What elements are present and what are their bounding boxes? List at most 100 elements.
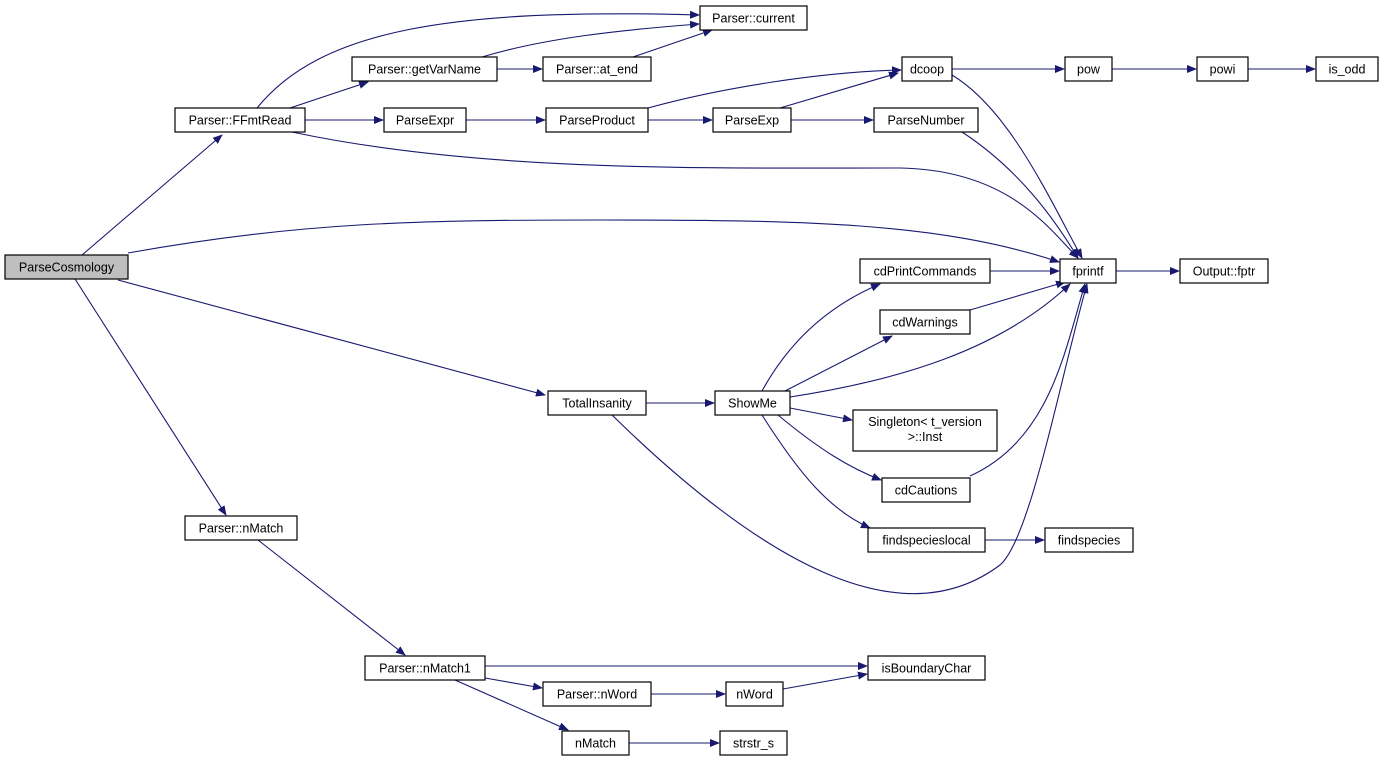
node-box [699,5,808,31]
node-box [879,309,971,335]
edge-showme-to-cdprintcommands [761,283,881,392]
node-powi[interactable]: powi [1196,56,1249,82]
edge-parseexp-to-dcoop [779,71,899,109]
edge-ffmtread-to-getvarname [289,81,369,109]
node-label: cdCautions [895,484,958,498]
edge-nwordfn-to-isboundarychar [782,671,868,690]
edge-showme-to-cdwarnings [784,335,893,392]
node-isodd[interactable]: is_odd [1315,56,1379,82]
node-strstrs[interactable]: strstr_s [719,730,788,756]
node-fprintf[interactable]: fprintf [1059,258,1117,284]
node-singleton[interactable]: Singleton< t_version>::Inst [852,409,998,452]
node-parsecosmology[interactable]: ParseCosmology [4,254,129,280]
node-box [547,390,647,416]
node-box [542,681,652,707]
edge-totalinsanity-to-fprintf [611,283,1089,595]
node-label: findspecies [1058,534,1121,548]
node-label: nWord [736,688,773,702]
node-ffmtread[interactable]: Parser::FFmtRead [174,107,306,133]
node-nmatchfn[interactable]: nMatch [561,730,630,756]
node-label: fprintf [1072,265,1104,279]
node-cdwarnings[interactable]: cdWarnings [879,309,971,335]
node-label: Parser::nMatch1 [379,662,471,676]
node-label: strstr_s [733,737,774,751]
node-nmatch1[interactable]: Parser::nMatch1 [364,655,486,681]
edges-layer [74,10,1316,747]
node-parseexpr[interactable]: ParseExpr [383,107,467,133]
edge-nmatch1-to-nword [484,677,543,691]
node-outputfptr[interactable]: Output::fptr [1179,258,1269,284]
node-box [1064,56,1113,82]
edge-cdcautions-to-fprintf [969,283,1087,477]
node-totalinsanity[interactable]: TotalInsanity [547,390,647,416]
edge-showme-to-cdcautions [777,414,882,481]
node-label: Parser::nWord [557,688,637,702]
edge-ffmtread-to-fprintf [291,131,1079,259]
node-pow[interactable]: pow [1064,56,1113,82]
node-label: >::Inst [908,430,943,444]
edge-parsecosmology-to-nmatch [74,278,227,516]
node-label: Singleton< t_version [868,415,982,429]
edge-parsecosmology-to-totalinsanity [117,279,546,397]
node-label: dcoop [910,63,944,77]
node-label: is_odd [1329,63,1366,77]
node-label: Parser::at_end [556,63,638,77]
node-label: ParseNumber [887,114,964,128]
node-box [383,107,467,133]
node-box [873,107,979,133]
node-parseproduct[interactable]: ParseProduct [545,107,649,133]
node-label: ParseCosmology [19,261,115,275]
node-label: isBoundaryChar [882,662,972,676]
nodes-layer: ParseCosmology Parser::FFmtRead Parser::cu… [4,5,1379,756]
node-nmatch[interactable]: Parser::nMatch [184,515,298,541]
node-box [364,655,486,681]
node-label: Output::fptr [1193,265,1256,279]
edge-parseproduct-to-dcoop [647,66,902,109]
edge-ffmtread-to-current [256,10,700,109]
node-box [714,390,791,416]
node-getvarname[interactable]: Parser::getVarName [351,56,498,82]
node-nwordfn[interactable]: nWord [725,681,784,707]
node-box [1196,56,1249,82]
node-label: TotalInsanity [562,397,632,411]
node-box [545,107,649,133]
node-atend[interactable]: Parser::at_end [542,56,652,82]
node-cdcautions[interactable]: cdCautions [881,477,971,503]
node-showme[interactable]: ShowMe [714,390,791,416]
edge-parsecosmology-to-fprintf [127,219,1060,263]
node-cdprintcommands[interactable]: cdPrintCommands [859,258,991,284]
node-findspecies[interactable]: findspecies [1044,527,1134,553]
node-label: Parser::getVarName [368,63,481,77]
node-box [1059,258,1117,284]
node-box [184,515,298,541]
node-box [881,477,971,503]
node-box [1044,527,1134,553]
edge-parsenumber-to-fprintf [961,131,1079,259]
node-current[interactable]: Parser::current [699,5,808,31]
node-label: Parser::current [712,12,795,26]
edge-dcoop-to-fprintf [951,74,1083,259]
node-label: findspecieslocal [882,534,970,548]
node-label: nMatch [575,737,616,751]
node-box [1315,56,1379,82]
edge-parsecosmology-to-ffmtread [81,134,223,256]
node-label: ParseExpr [396,114,454,128]
node-parsenumber[interactable]: ParseNumber [873,107,979,133]
node-dcoop[interactable]: dcoop [901,56,953,82]
node-box [901,56,953,82]
node-nword[interactable]: Parser::nWord [542,681,652,707]
node-box [725,681,784,707]
node-box [867,655,986,681]
node-box [712,107,792,133]
node-label: ParseProduct [559,114,635,128]
node-isboundarychar[interactable]: isBoundaryChar [867,655,986,681]
node-findspecieslocal[interactable]: findspecieslocal [867,527,986,553]
node-box [4,254,129,280]
node-parseexp[interactable]: ParseExp [712,107,792,133]
node-label: powi [1210,63,1236,77]
node-box [351,56,498,82]
node-box [542,56,652,82]
edge-showme-to-singleton [789,407,853,423]
edge-showme-to-findspecieslocal [761,414,871,529]
